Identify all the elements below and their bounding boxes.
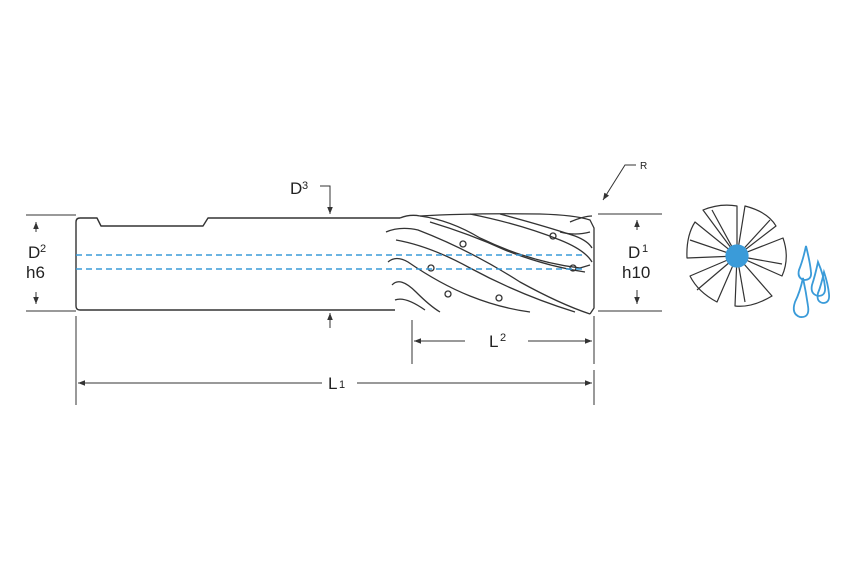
dimension-labels: D 3 D 2 h6 D 1 h10 L 2 L 1 R — [26, 161, 650, 393]
d2-sub: 2 — [40, 243, 46, 255]
l2-sup: 2 — [500, 332, 506, 344]
end-view-flutes-icon — [686, 204, 787, 307]
l2-label: L — [489, 332, 498, 351]
l1-sub: 1 — [339, 379, 345, 391]
d1-tolerance: h10 — [622, 263, 650, 282]
d1-label: D — [628, 243, 640, 262]
d1-sup: 1 — [642, 243, 648, 255]
coolant-drops-icon — [792, 245, 831, 318]
coolant-channels — [76, 254, 585, 270]
d3-label: D — [290, 179, 302, 198]
dimension-lines — [26, 164, 662, 405]
tool-outline — [75, 214, 421, 311]
r-label: R — [640, 161, 647, 172]
l1-label: L — [328, 374, 337, 393]
d2-tolerance: h6 — [26, 263, 45, 282]
flutes — [385, 213, 595, 315]
d3-sub: 3 — [302, 180, 308, 192]
d2-label: D — [28, 243, 40, 262]
